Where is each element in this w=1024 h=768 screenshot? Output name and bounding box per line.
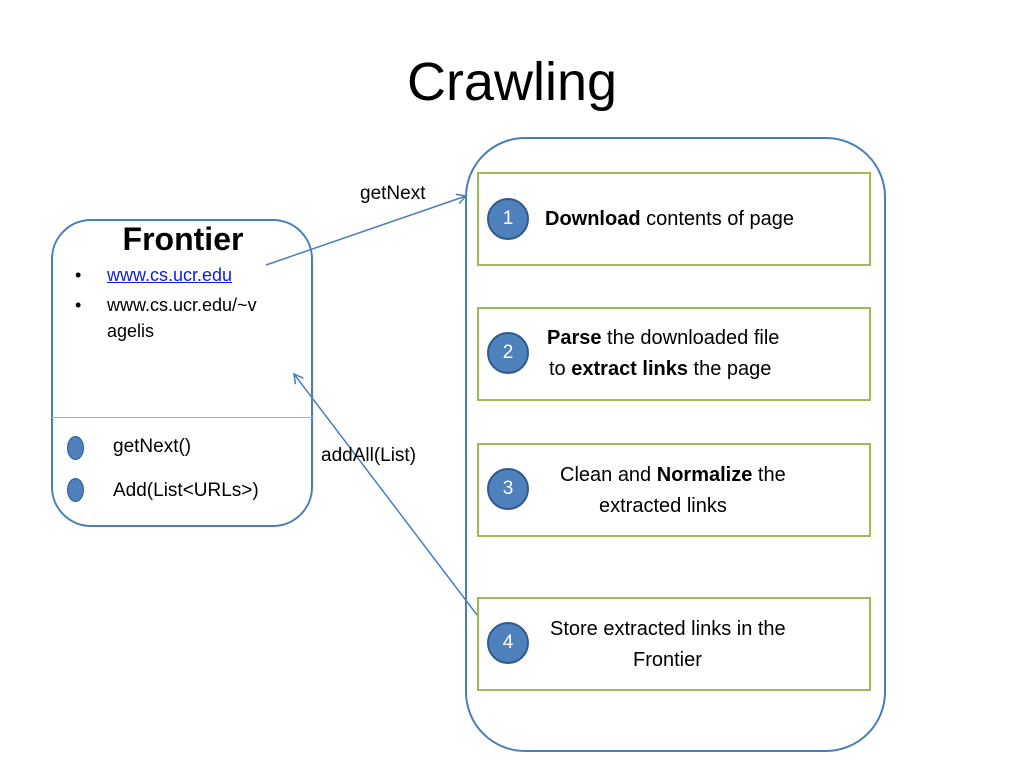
step-3-rest-1: the [752, 464, 786, 486]
step-1-bold: Download [545, 208, 641, 230]
step-3-pre-1: Clean and [560, 464, 657, 486]
step-2-bold-extract: extract links [571, 358, 688, 380]
frontier-url-text: www.cs.ucr.edu/~v [107, 295, 257, 315]
step-2-number: 2 [487, 332, 529, 374]
step-4-line-2: Frontier [633, 649, 702, 671]
step-3-bold: Normalize [656, 464, 753, 486]
getnext-edge-label: getNext [360, 183, 426, 204]
frontier-url-item: • www.cs.ucr.edu [75, 262, 295, 288]
frontier-url-item: • www.cs.ucr.edu/~v [75, 292, 295, 318]
method-getnext-icon [67, 436, 84, 460]
bullet-icon: • [75, 295, 82, 315]
bullet-icon: • [75, 265, 82, 285]
frontier-url-continuation: agelis [107, 321, 155, 341]
frontier-divider [52, 417, 314, 418]
step-3-box [477, 443, 871, 537]
step-3-number: 3 [487, 468, 529, 510]
step-4-number: 4 [487, 622, 529, 664]
step-3-line-2: extracted links [599, 495, 727, 517]
step-3-line-1: Clean and Normalize the [560, 460, 786, 491]
step-2-bold-parse: Parse [547, 327, 602, 349]
step-1-box [477, 172, 871, 266]
step-1-rest: contents of page [640, 208, 794, 230]
frontier-title: Frontier [122, 221, 244, 257]
step-2-line-2: to extract links the page [549, 354, 771, 385]
method-add-icon [67, 478, 84, 502]
step-2-box [477, 307, 871, 401]
step-2-line-1: Parse the downloaded file [547, 323, 779, 354]
frontier-box [51, 219, 313, 527]
crawler-process-box [465, 137, 886, 752]
addall-edge-label: addAll(List) [321, 445, 417, 466]
step-2-rest-2: the page [687, 358, 772, 380]
step-4-box [477, 597, 871, 691]
step-2-rest-1: the downloaded file [601, 327, 780, 349]
step-4-line-1: Store extracted links in the [550, 618, 786, 640]
step-1-text: Download contents of page [545, 204, 794, 235]
method-add-label: Add(List<URLs>) [113, 480, 259, 501]
method-getnext-label: getNext() [113, 436, 192, 457]
addall-arrow [293, 372, 494, 637]
step-2-pre-2: to [549, 358, 572, 380]
step-1-number: 1 [487, 198, 529, 240]
slide-title: Crawling [406, 52, 618, 112]
frontier-url-link[interactable]: www.cs.ucr.edu [107, 265, 233, 285]
